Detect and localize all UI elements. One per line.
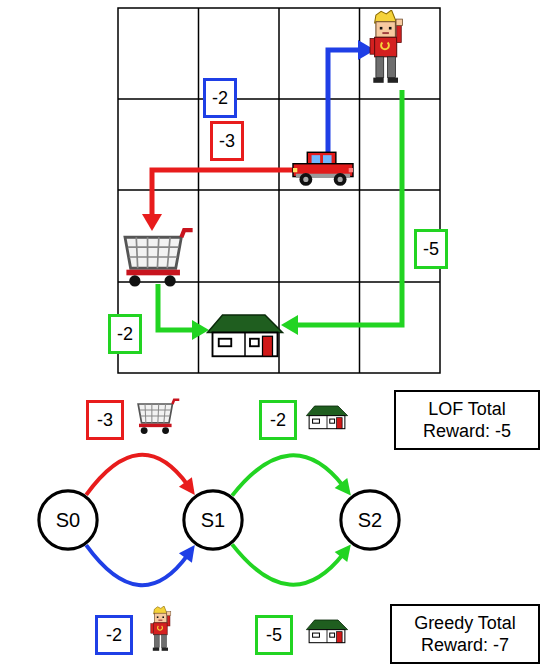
result-box: Greedy Total Reward: -7 (390, 604, 540, 664)
state-circle: S0 (37, 489, 99, 551)
reward-label: -2 (259, 400, 297, 440)
state-name: S2 (358, 509, 382, 532)
arrowhead (179, 545, 195, 563)
state-circle: S1 (182, 489, 244, 551)
reward-label: -5 (414, 229, 448, 269)
transition-arrow (232, 455, 351, 495)
red-route (142, 170, 296, 231)
circle-outline (341, 491, 399, 549)
car-icon (293, 152, 353, 186)
state-name: S0 (56, 509, 80, 532)
person-icon (151, 606, 171, 651)
reward-label: -2 (108, 314, 142, 354)
reward-label: -5 (255, 615, 293, 655)
transition-line (86, 455, 188, 495)
arrowhead (335, 478, 351, 496)
transition-line (86, 545, 188, 585)
green-route (281, 90, 402, 335)
reward-total: Greedy Total Reward: -7 (400, 612, 530, 656)
circle-outline (184, 491, 242, 549)
reward-total: LOF Total Reward: -5 (404, 398, 530, 442)
transition-arrow (232, 544, 351, 584)
transition-line (232, 544, 343, 584)
reward-label: -2 (95, 615, 133, 655)
result-box: LOF Total Reward: -5 (394, 390, 540, 450)
cart-icon (125, 230, 193, 286)
reward-label: -3 (86, 400, 124, 440)
reward-label: -2 (203, 78, 237, 118)
green-route (158, 284, 209, 340)
transition-arrow (86, 455, 195, 495)
blue-route (328, 40, 375, 152)
arrowhead (179, 477, 195, 495)
arrowhead (335, 544, 351, 562)
reward-label: -3 (210, 121, 244, 161)
state-circle: S2 (339, 489, 401, 551)
house-icon (208, 315, 283, 356)
circle-outline (39, 491, 97, 549)
state-name: S1 (201, 509, 225, 532)
person-icon (370, 10, 403, 83)
transition-line (232, 455, 343, 495)
transition-arrow (86, 545, 195, 585)
cart-icon (138, 400, 179, 434)
house-icon (306, 620, 347, 643)
grid (118, 8, 440, 373)
house-icon (306, 406, 347, 429)
